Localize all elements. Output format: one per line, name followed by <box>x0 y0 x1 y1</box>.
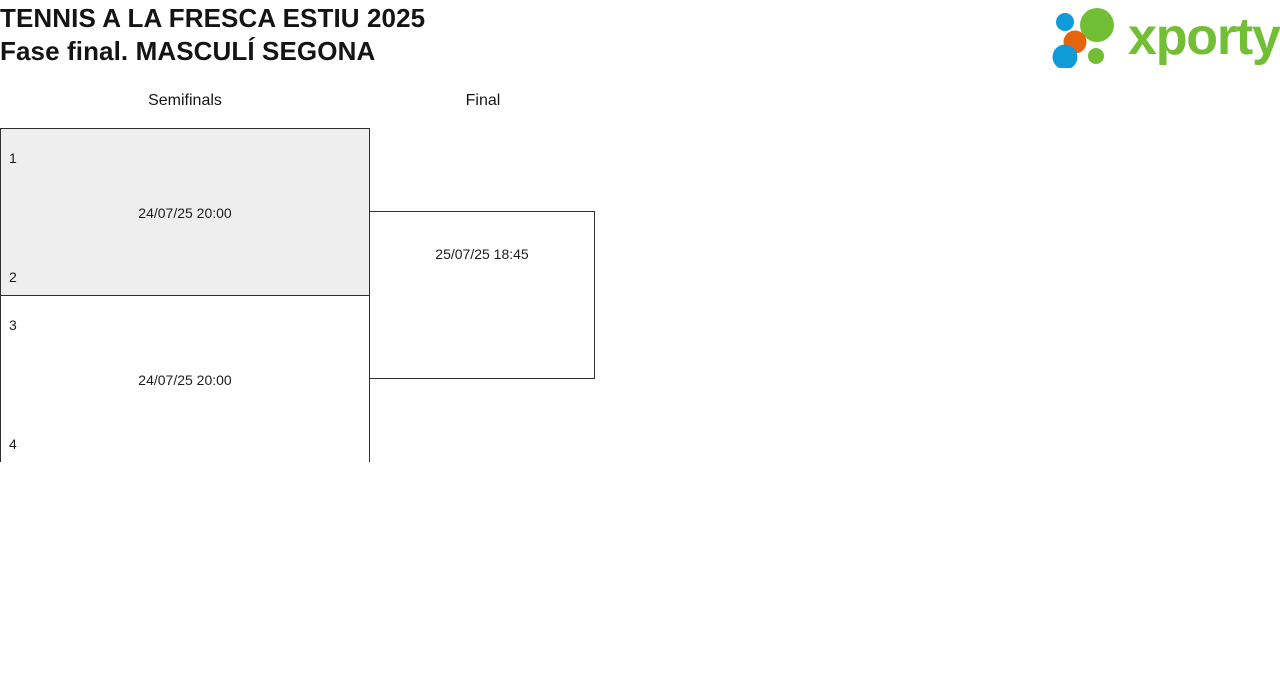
match-final[interactable]: 25/07/25 18:45 <box>369 211 595 379</box>
page-title: TENNIS A LA FRESCA ESTIU 2025 Fase final… <box>0 2 900 68</box>
page-header: TENNIS A LA FRESCA ESTIU 2025 Fase final… <box>0 0 1280 80</box>
tournament-bracket: Semifinals Final 1 24/07/25 20:00 2 3 24… <box>0 90 1280 490</box>
title-line-1: TENNIS A LA FRESCA ESTIU 2025 <box>0 3 426 33</box>
match-datetime: 24/07/25 20:00 <box>138 372 232 388</box>
logo-dots-icon <box>1052 8 1114 68</box>
seed-label: 1 <box>9 150 17 166</box>
xporty-logo[interactable]: xporty <box>1046 6 1280 68</box>
round-header-final: Final <box>465 92 501 109</box>
match-semifinal-2[interactable]: 3 24/07/25 20:00 4 <box>1 296 369 463</box>
logo-wordmark: xporty <box>1128 8 1280 66</box>
seed-label: 3 <box>9 317 17 333</box>
round-header-semifinals: Semifinals <box>148 92 222 109</box>
match-semifinal-1[interactable]: 1 24/07/25 20:00 2 <box>1 129 369 296</box>
semifinals-column: 1 24/07/25 20:00 2 3 24/07/25 20:00 4 <box>0 128 370 463</box>
match-datetime: 25/07/25 18:45 <box>435 246 529 262</box>
seed-label: 4 <box>9 436 17 452</box>
seed-label: 2 <box>9 269 17 285</box>
match-datetime: 24/07/25 20:00 <box>138 205 232 221</box>
title-line-2: Fase final. MASCULÍ SEGONA <box>0 36 376 66</box>
